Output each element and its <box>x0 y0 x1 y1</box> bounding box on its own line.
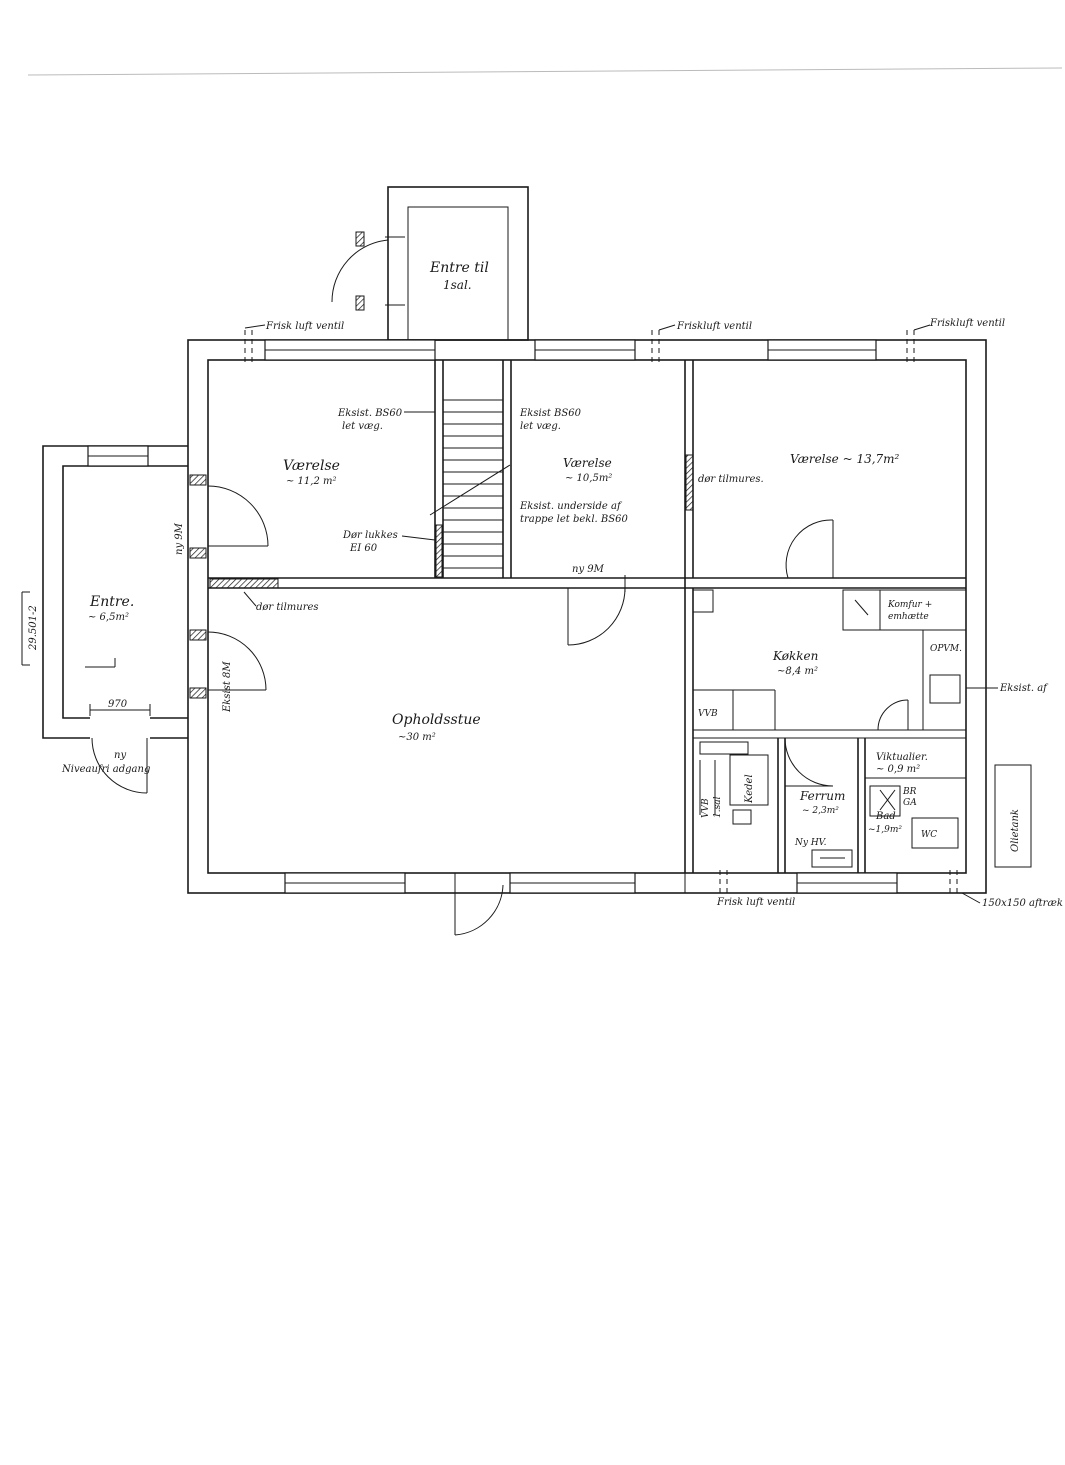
interior-walls <box>187 360 966 873</box>
label-olietank: Olietank <box>1010 809 1021 852</box>
label-wc: WC <box>921 830 937 840</box>
label-kedel: Kedel <box>744 774 755 804</box>
label-viktualier-area: ~ 0,9 m² <box>876 764 920 775</box>
windows-top <box>264 339 877 361</box>
label-friskluft-ventil-2: Friskluft ventil <box>676 321 752 332</box>
label-kokken-area: ~8,4 m² <box>777 666 818 677</box>
label-ny-hv: Ny HV. <box>794 838 827 848</box>
vent-markers-top <box>244 324 931 365</box>
label-eksist-af: Eksist. af <box>999 683 1049 694</box>
label-frisk-luft-ventil: Frisk luft ventil <box>265 321 344 332</box>
label-eksist-bs60-left: Eksist. BS60 <box>337 408 403 419</box>
label-eksist-trappe: Eksist. underside af <box>519 501 623 512</box>
label-dor-tilmures-2: dør tilmures <box>256 602 319 613</box>
label-bad-area: ~1,9m² <box>868 825 902 835</box>
label-eksist-8m: Eksist 8M <box>222 661 233 713</box>
main-outer-walls <box>187 339 987 894</box>
label-niveaufri-adgang: Niveaufri adgang <box>61 764 150 775</box>
label-entre-1sal: Entre til <box>429 260 489 276</box>
label-eksist-trappe-2: trappe let bekl. BS60 <box>520 514 628 525</box>
label-dim-970: 970 <box>108 699 128 710</box>
label-vvb: VVB <box>698 709 718 719</box>
label-ny-9m-left: ny 9M <box>174 522 185 555</box>
label-vaerelse-2-area: ~ 10,5m² <box>565 473 612 484</box>
label-entre: Entre. <box>89 594 134 610</box>
label-ferrum-area: ~ 2,3m² <box>802 806 839 816</box>
label-friskluft-ventil-3: Friskluft ventil <box>929 318 1005 329</box>
label-vaerelse-2: Værelse <box>563 456 612 470</box>
label-eksist-bs60-right-2: let væg. <box>520 421 561 432</box>
label-opvm: OPVM. <box>930 644 962 654</box>
label-komfur: Komfur + <box>887 600 932 610</box>
label-viktualier: Viktualier. <box>876 752 928 763</box>
label-vvb-1sal: VVB <box>701 798 711 818</box>
label-dor-lukkes: Dør lukkes <box>342 530 398 541</box>
label-vaerelse-3: Værelse ~ 13,7m² <box>790 452 900 466</box>
label-opholdsstue-area: ~30 m² <box>398 732 436 743</box>
windows-bottom <box>284 870 958 936</box>
label-emhaette: emhætte <box>888 612 929 622</box>
label-ferrum: Ferrum <box>799 789 845 803</box>
label-entre-area: ~ 6,5m² <box>88 612 129 623</box>
label-eksist-bs60-right: Eksist BS60 <box>519 408 582 419</box>
annotations: Entre til 1sal. Frisk luft ventil Friskl… <box>28 260 1063 909</box>
label-section-ref: 29.501-2 <box>28 605 39 651</box>
label-ny: ny <box>114 750 126 761</box>
label-kokken: Køkken <box>772 649 818 663</box>
label-entre-1sal-2: 1sal. <box>443 278 472 292</box>
label-opholdsstue: Opholdsstue <box>392 712 481 728</box>
label-frisk-luft-ventil-4: Frisk luft ventil <box>716 897 795 908</box>
label-br: BR <box>902 787 917 797</box>
label-aftraek: 150x150 aftræk <box>982 898 1063 909</box>
label-bad: Bad <box>875 811 896 822</box>
label-vaerelse-1: Værelse <box>283 458 340 474</box>
label-dor-lukkes-2: EI 60 <box>349 543 378 554</box>
label-eksist-bs60-left-2: let væg. <box>342 421 383 432</box>
service-block <box>692 588 1032 873</box>
label-vvb-1sal-2: 1.sal <box>713 796 723 818</box>
label-dor-tilmures-1: dør tilmures. <box>698 474 764 485</box>
label-vaerelse-1-area: ~ 11,2 m² <box>286 476 337 487</box>
page-top-rule <box>27 67 1063 76</box>
label-ny-9m-right: ny 9M <box>572 564 605 575</box>
entre-annex <box>21 445 188 794</box>
label-ga: GA <box>903 798 917 808</box>
